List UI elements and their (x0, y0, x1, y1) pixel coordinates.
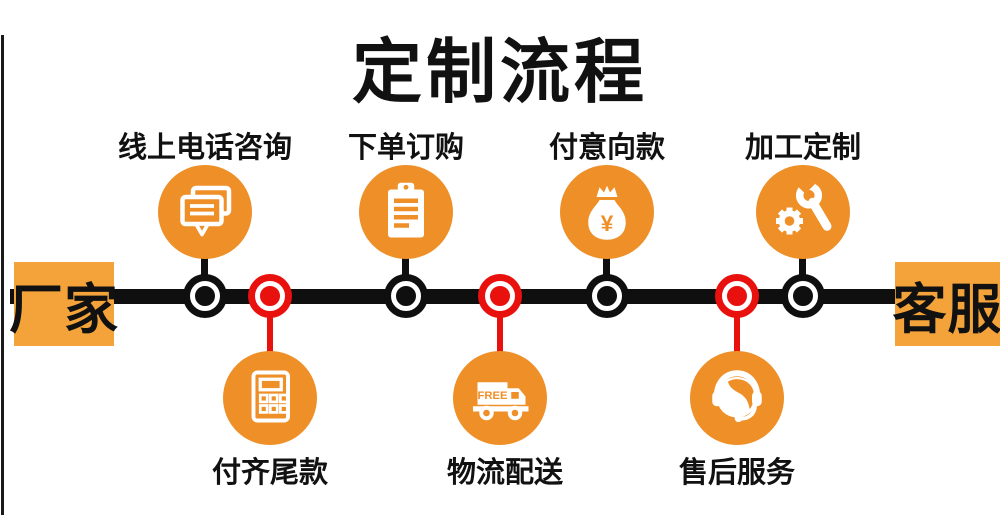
step-circle-order (359, 165, 453, 259)
step-circle-shipping: FREE (453, 351, 547, 445)
endpoint-customer-service: 客服 (893, 262, 1000, 346)
calculator-icon (251, 370, 290, 423)
connector-line-red (267, 298, 273, 352)
step-label-shipping: 物流配送 (446, 457, 563, 489)
timeline-node-black (183, 274, 227, 318)
wrench-gear-icon (776, 176, 832, 235)
step-label-processing: 加工定制 (744, 132, 861, 164)
headset-icon (712, 370, 762, 423)
step-label-order: 下单订购 (347, 132, 464, 164)
step-circle-consult (158, 165, 252, 259)
endpoint-manufacturer: 厂家 (9, 262, 118, 346)
step-circle-aftersales (690, 351, 784, 445)
left-border-line (1, 35, 4, 515)
chat-icon (180, 185, 232, 237)
step-label-consult: 线上电话咨询 (117, 132, 292, 164)
step-circle-processing (756, 165, 850, 259)
free-badge: FREE (477, 390, 508, 402)
clipboard-icon (388, 182, 424, 238)
step-circle-deposit: ¥ (560, 165, 654, 259)
money-bag-icon: ¥ (588, 185, 626, 240)
timeline-node-black (384, 274, 428, 318)
timeline-node-red (715, 274, 759, 318)
gear-part (776, 207, 803, 235)
truck-icon: FREE (473, 382, 529, 421)
step-label-aftersales: 售后服务 (678, 457, 795, 489)
wrench-part (795, 176, 832, 231)
step-circle-balance (223, 351, 317, 445)
timeline-node-black (781, 274, 825, 318)
step-label-balance: 付齐尾款 (211, 457, 328, 489)
step-label-deposit: 付意向款 (548, 132, 665, 164)
timeline-node-red (478, 274, 522, 318)
timeline-node-red (248, 274, 292, 318)
connector-line-red (497, 298, 503, 352)
yen-symbol: ¥ (601, 211, 614, 236)
page-title: 定制流程 (352, 35, 648, 112)
connector-line-red (734, 298, 740, 352)
timeline-node-black (585, 274, 629, 318)
